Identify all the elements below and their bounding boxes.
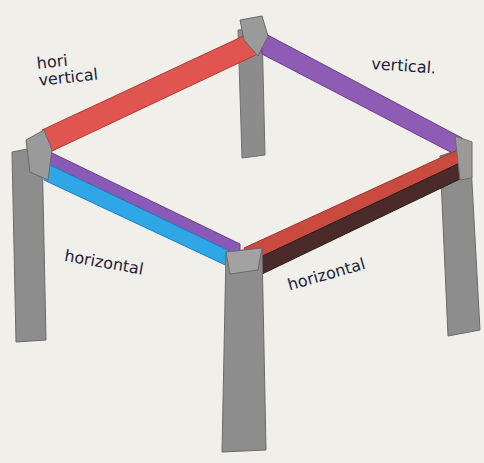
table-beam (262, 32, 462, 158)
corner-block (455, 136, 472, 180)
corner-block (226, 248, 262, 274)
table-leg (222, 248, 266, 452)
beam-label: horizontal (63, 248, 174, 284)
beam-label: hori vertical (36, 47, 121, 89)
corner-block (26, 130, 52, 180)
corner-block (240, 16, 268, 56)
table-beam (48, 152, 240, 256)
beam-label: vertical. (371, 56, 462, 79)
table-beam (244, 148, 462, 262)
table-beam (42, 32, 262, 152)
